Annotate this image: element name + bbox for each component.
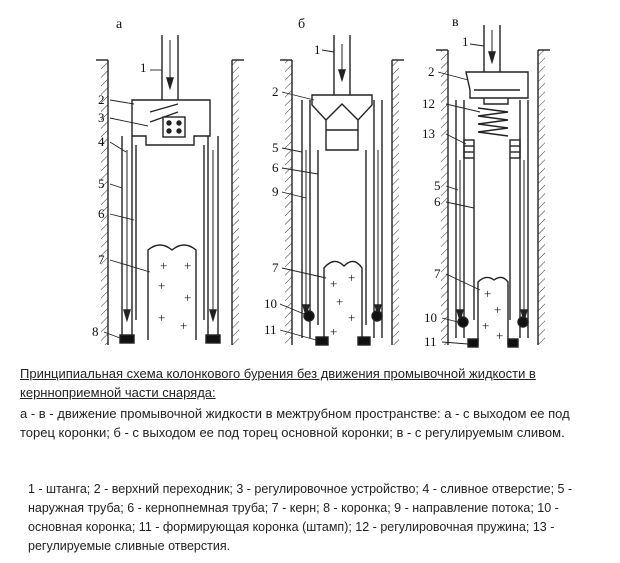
svg-text:+: + (330, 276, 337, 291)
label-a-7: 7 (98, 252, 105, 267)
core-sample-c (477, 276, 509, 345)
main-crown-left (303, 310, 315, 322)
schematic-svg: ++ ++ ++ а 1 2 3 4 5 6 7 8 (92, 15, 550, 349)
label-c-12: 12 (422, 96, 435, 111)
panel-a: + + + + + + (96, 35, 244, 345)
panel-c-letter: в (452, 15, 459, 30)
label-a-5: 5 (98, 176, 105, 191)
label-c-2: 2 (428, 64, 435, 79)
drain-holes-right (509, 139, 521, 159)
label-a-2: 2 (98, 92, 105, 107)
svg-text:+: + (184, 258, 191, 273)
label-c-11: 11 (424, 334, 437, 349)
svg-text:+: + (494, 302, 501, 317)
caption-legend: 1 - штанга; 2 - верхний переходник; 3 - … (28, 482, 573, 553)
svg-text:+: + (484, 286, 491, 301)
svg-text:+: + (160, 258, 167, 273)
panel-c: ++ ++ (436, 25, 550, 348)
svg-text:+: + (496, 328, 503, 343)
forming-crown-right (357, 336, 371, 346)
label-c-13: 13 (422, 126, 435, 141)
caption-title: Принципиальная схема колонкового бурения… (20, 366, 536, 400)
label-b-9: 9 (272, 184, 279, 199)
upper-sub (131, 99, 211, 146)
core-sample (147, 244, 197, 340)
svg-text:+: + (348, 270, 355, 285)
regulating-spring (477, 107, 509, 137)
label-b-6: 6 (272, 160, 279, 175)
panel-b-labels: 1 2 5 6 9 7 10 11 (264, 42, 321, 337)
svg-text:+: + (158, 310, 165, 325)
label-c-5: 5 (434, 178, 441, 193)
crown-bit-right (205, 334, 221, 344)
svg-text:+: + (330, 324, 337, 339)
label-b-2: 2 (272, 84, 279, 99)
upper-sub-b (311, 94, 373, 151)
panel-b: + + + + + (279, 35, 404, 346)
drilling-schematic-figure: ++ ++ ++ а 1 2 3 4 5 6 7 8 (92, 15, 550, 349)
crown-bit-left (119, 334, 135, 344)
panel-a-letter: а (116, 17, 123, 32)
label-b-5: 5 (272, 140, 279, 155)
label-c-6: 6 (434, 194, 441, 209)
core-sample-b (323, 260, 363, 345)
drain-holes-left (463, 139, 475, 159)
upper-sub-c (465, 71, 529, 99)
regulating-device (162, 116, 186, 138)
caption-description: а - в - движение промывочной жидкости в … (20, 406, 570, 440)
svg-text:+: + (348, 310, 355, 325)
label-a-4: 4 (98, 134, 105, 149)
label-a-6: 6 (98, 206, 105, 221)
label-c-1: 1 (462, 34, 469, 49)
label-b-11: 11 (264, 322, 277, 337)
label-b-1: 1 (314, 42, 321, 57)
svg-text:+: + (336, 294, 343, 309)
svg-text:+: + (158, 278, 165, 293)
panel-a-labels: 1 2 3 4 5 6 7 8 (92, 60, 147, 339)
svg-text:+: + (482, 318, 489, 333)
label-a-1: 1 (140, 60, 147, 75)
main-crown-right (371, 310, 383, 322)
label-b-10: 10 (264, 296, 277, 311)
label-c-10: 10 (424, 310, 437, 325)
svg-text:+: + (184, 290, 191, 305)
panel-c-labels: 1 2 12 13 5 6 7 10 11 (422, 34, 469, 349)
label-b-7: 7 (272, 260, 279, 275)
panel-b-letter: б (298, 17, 305, 32)
svg-text:+: + (180, 318, 187, 333)
forming-crown-left (315, 336, 329, 346)
label-a-3: 3 (98, 110, 105, 125)
label-a-8: 8 (92, 324, 99, 339)
label-c-7: 7 (434, 266, 441, 281)
